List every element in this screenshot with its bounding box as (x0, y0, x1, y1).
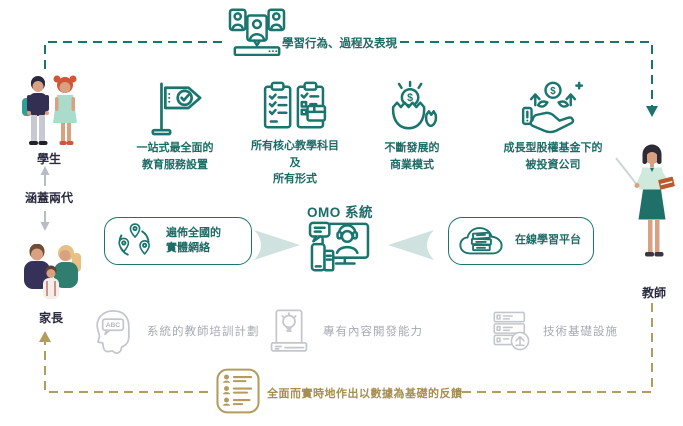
clipboards-package-icon (263, 81, 327, 129)
tech-infrastructure-icon (493, 311, 530, 351)
parents-label: 家長 (38, 311, 63, 325)
feature-business-model: $ 不斷發展的 商業模式 (352, 80, 472, 173)
omo-terminal-icon (308, 221, 370, 272)
teacher-training-icon: ABC (96, 310, 130, 354)
omo-title: OMO 系統 (307, 205, 373, 220)
abc-glyph: ABC (106, 322, 121, 329)
hand-growth-icon: $ (521, 81, 584, 134)
conference-screen-icon (228, 8, 286, 56)
capability-label: 專有內容開發能力 (323, 326, 423, 338)
feature-subjects: 所有核心教學科目 及 所有形式 (230, 80, 360, 188)
egg-dollar-icon: $ (391, 80, 438, 130)
feature-label-line: 教育服務設置 (142, 158, 208, 171)
capability-label: 技術基礎設施 (543, 326, 618, 338)
top-caption: 學習行為、過程及表現 (282, 38, 397, 50)
feature-investee: $ 成長型股權基金下的 被投資公司 (475, 80, 631, 173)
arrow-online-to-omo (388, 230, 434, 260)
feature-label-line: 所有核心教學科目 (251, 140, 339, 152)
cloud-books-icon (459, 226, 503, 254)
feature-one-stop: 一站式最全面的 教育服務設置 (110, 80, 240, 173)
students-illustration (22, 75, 77, 145)
online-platform-pill: 在線學習平台 (448, 217, 594, 265)
feature-label-line: 商業模式 (390, 158, 434, 171)
roster-list-icon (216, 368, 260, 414)
feature-label-line: 所有形式 (273, 173, 317, 185)
pill-label-line: 實體網絡 (166, 242, 210, 254)
dollar-glyph: $ (407, 92, 413, 104)
capability-teacher-training: ABC 系統的教師培訓計劃 (92, 308, 260, 354)
dollar-glyph: $ (550, 86, 556, 97)
feature-label-line: 成長型股權基金下的 (503, 142, 603, 154)
flag-check-icon (151, 82, 202, 136)
capability-tech-infrastructure: 技術基礎設施 (490, 308, 618, 354)
arrow-offline-to-omo (254, 230, 300, 260)
arrow-down-generations (40, 222, 50, 231)
generations-note: 涵蓋兩代 (24, 191, 73, 205)
arrow-up-to-parents (39, 331, 51, 342)
arrow-up-generations (40, 166, 50, 175)
students-label: 學生 (36, 152, 61, 166)
feature-label-line: 一站式最全面的 (136, 142, 214, 154)
pill-label-line: 遍佈全國的 (166, 226, 221, 239)
offline-network-pill: 遍佈全國的 實體網絡 (104, 217, 252, 265)
family-illustration (24, 244, 81, 299)
feature-label-line: 被投資公司 (525, 158, 581, 171)
teacher-illustration (615, 144, 675, 257)
arrow-down-to-teacher (646, 106, 658, 117)
content-development-icon (270, 309, 308, 352)
capability-label: 系統的教師培訓計劃 (147, 326, 260, 338)
teacher-label: 教師 (641, 286, 666, 300)
pill-label: 在線學習平台 (515, 234, 581, 247)
capability-content-development: 專有內容開發能力 (268, 308, 423, 354)
feature-label-line: 不斷發展的 (384, 142, 440, 154)
feature-label-line: 及 (289, 156, 301, 169)
map-pins-network-icon (118, 223, 150, 256)
feedback-caption: 全面而實時地作出以數據為基礎的反饋 (267, 388, 463, 400)
